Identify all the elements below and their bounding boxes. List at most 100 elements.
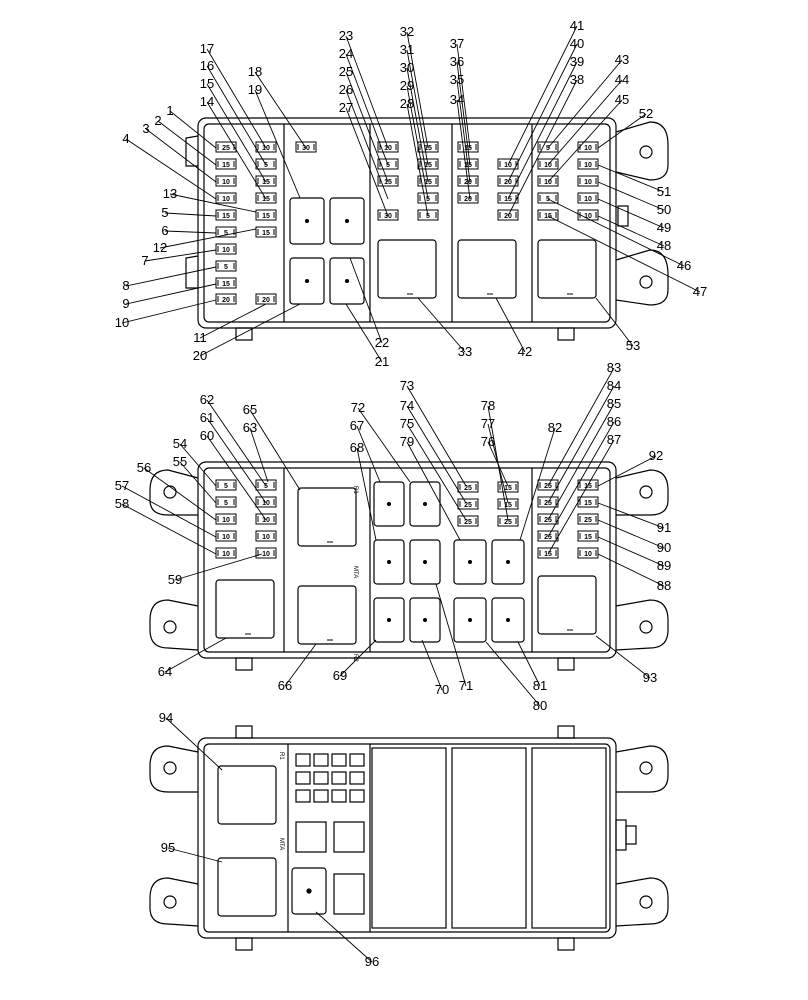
callout-95: 95 (161, 840, 223, 863)
callout-number: 6 (161, 223, 168, 238)
callout-number: 17 (200, 41, 214, 56)
callout-number: 66 (278, 678, 292, 693)
callout-73: 73 (400, 378, 467, 487)
callout-number: 53 (626, 338, 640, 353)
relay-82 (491, 539, 525, 585)
callout-26: 26 (339, 82, 389, 200)
relay-42 (457, 239, 517, 299)
callout-number: 4 (122, 131, 129, 146)
callout-number: 72 (351, 400, 365, 415)
fuse-top-col2-1: 10 (255, 141, 277, 153)
callout-number: 82 (548, 420, 562, 435)
callout-number: 83 (607, 360, 621, 375)
callout-14: 14 (200, 94, 267, 200)
callout-11: 11 (193, 303, 267, 345)
callout-39: 39 (507, 54, 584, 200)
fuse-rating: 5 (264, 483, 268, 490)
fuse-top-col2-5: 15 (255, 209, 277, 221)
callout-number: 60 (200, 428, 214, 443)
fuse-rating: 10 (384, 145, 392, 152)
callout-number: 21 (375, 354, 389, 369)
fuse-rating: 10 (584, 145, 592, 152)
box-label: R1 (352, 486, 358, 494)
fuse-mid-center-4: 15 (497, 481, 519, 493)
fuse-top-c8-2: 10 (577, 175, 599, 187)
fuse-rating: 25 (222, 145, 230, 152)
box-label: R1 (278, 752, 284, 760)
callout-12: 12 (153, 228, 257, 255)
callout-35: 35 (450, 72, 471, 183)
fuse-rating: 20 (504, 179, 512, 186)
callout-8: 8 (122, 266, 217, 293)
callout-number: 73 (400, 378, 414, 393)
fuse-rating: 10 (544, 179, 552, 186)
fuse-rating: 20 (504, 213, 512, 220)
fuse-top-c8-0: 10 (577, 141, 599, 153)
callout-number: 1 (166, 103, 173, 118)
callout-number: 35 (450, 72, 464, 87)
callout-number: 26 (339, 82, 353, 97)
fuse-rating: 25 (584, 517, 592, 524)
callout-number: 89 (657, 558, 671, 573)
callout-number: 31 (400, 42, 414, 57)
fuse-rating: 10 (262, 500, 270, 507)
callout-number: 67 (350, 418, 364, 433)
callout-58: 58 (115, 496, 217, 555)
fuse-rating: 15 (584, 500, 592, 507)
callout-89: 89 (597, 536, 671, 573)
fuse-top-c7-4: 15 (537, 209, 559, 221)
callout-66: 66 (278, 643, 317, 693)
callout-60: 60 (200, 428, 267, 521)
callout-78: 78 (481, 398, 509, 521)
callout-50: 50 (597, 181, 671, 217)
callout-number: 44 (615, 72, 629, 87)
fuse-mid-col2-1: 5 (255, 479, 277, 491)
callout-19: 19 (248, 82, 301, 199)
callout-88: 88 (597, 553, 671, 593)
callout-47: 47 (547, 215, 707, 299)
callout-55: 55 (173, 454, 217, 504)
callout-number: 10 (115, 315, 129, 330)
fuse-rating: 20 (262, 297, 270, 304)
callout-79: 79 (400, 434, 461, 541)
fuse-rating: 15 (584, 534, 592, 541)
callout-61: 61 (200, 410, 267, 504)
relay-53 (537, 239, 597, 299)
callout-3: 3 (142, 121, 217, 183)
fuse-top-left-4: 10 (215, 192, 237, 204)
fuse-mid-col2-2: 10 (255, 496, 277, 508)
callout-number: 24 (339, 46, 353, 61)
fuse-rating: 25 (504, 519, 512, 526)
fuse-top-c7-0: 5 (537, 141, 559, 153)
callout-number: 27 (339, 100, 353, 115)
callout-number: 63 (243, 420, 257, 435)
callout-52: 52 (597, 106, 653, 149)
callout-20: 20 (193, 303, 301, 363)
callout-5: 5 (161, 205, 217, 220)
fuse-top-r-30: 30 (295, 141, 317, 153)
callout-22: 22 (349, 257, 389, 350)
relay-66 (297, 585, 357, 645)
callout-91: 91 (597, 502, 671, 535)
callout-number: 42 (518, 344, 532, 359)
fuse-rating: 25 (544, 483, 552, 490)
fuse-rating: 25 (544, 500, 552, 507)
callout-15: 15 (200, 76, 267, 183)
fuse-rating: 10 (584, 196, 592, 203)
callout-71: 71 (435, 583, 473, 693)
callout-44: 44 (547, 72, 629, 166)
fuse-mid-left-2: 5 (215, 496, 237, 508)
callout-67: 67 (350, 418, 381, 483)
callout-number: 95 (161, 840, 175, 855)
callout-43: 43 (547, 52, 629, 149)
relay-69 (373, 597, 405, 643)
callout-46: 46 (547, 198, 691, 273)
callout-number: 34 (450, 92, 464, 107)
fuse-mid-left-3: 10 (215, 513, 237, 525)
callout-51: 51 (597, 164, 671, 199)
callout-number: 62 (200, 392, 214, 407)
callout-59: 59 (168, 553, 263, 587)
fuse-rating: 30 (384, 213, 392, 220)
callout-number: 68 (350, 440, 364, 455)
callout-number: 96 (365, 954, 379, 969)
